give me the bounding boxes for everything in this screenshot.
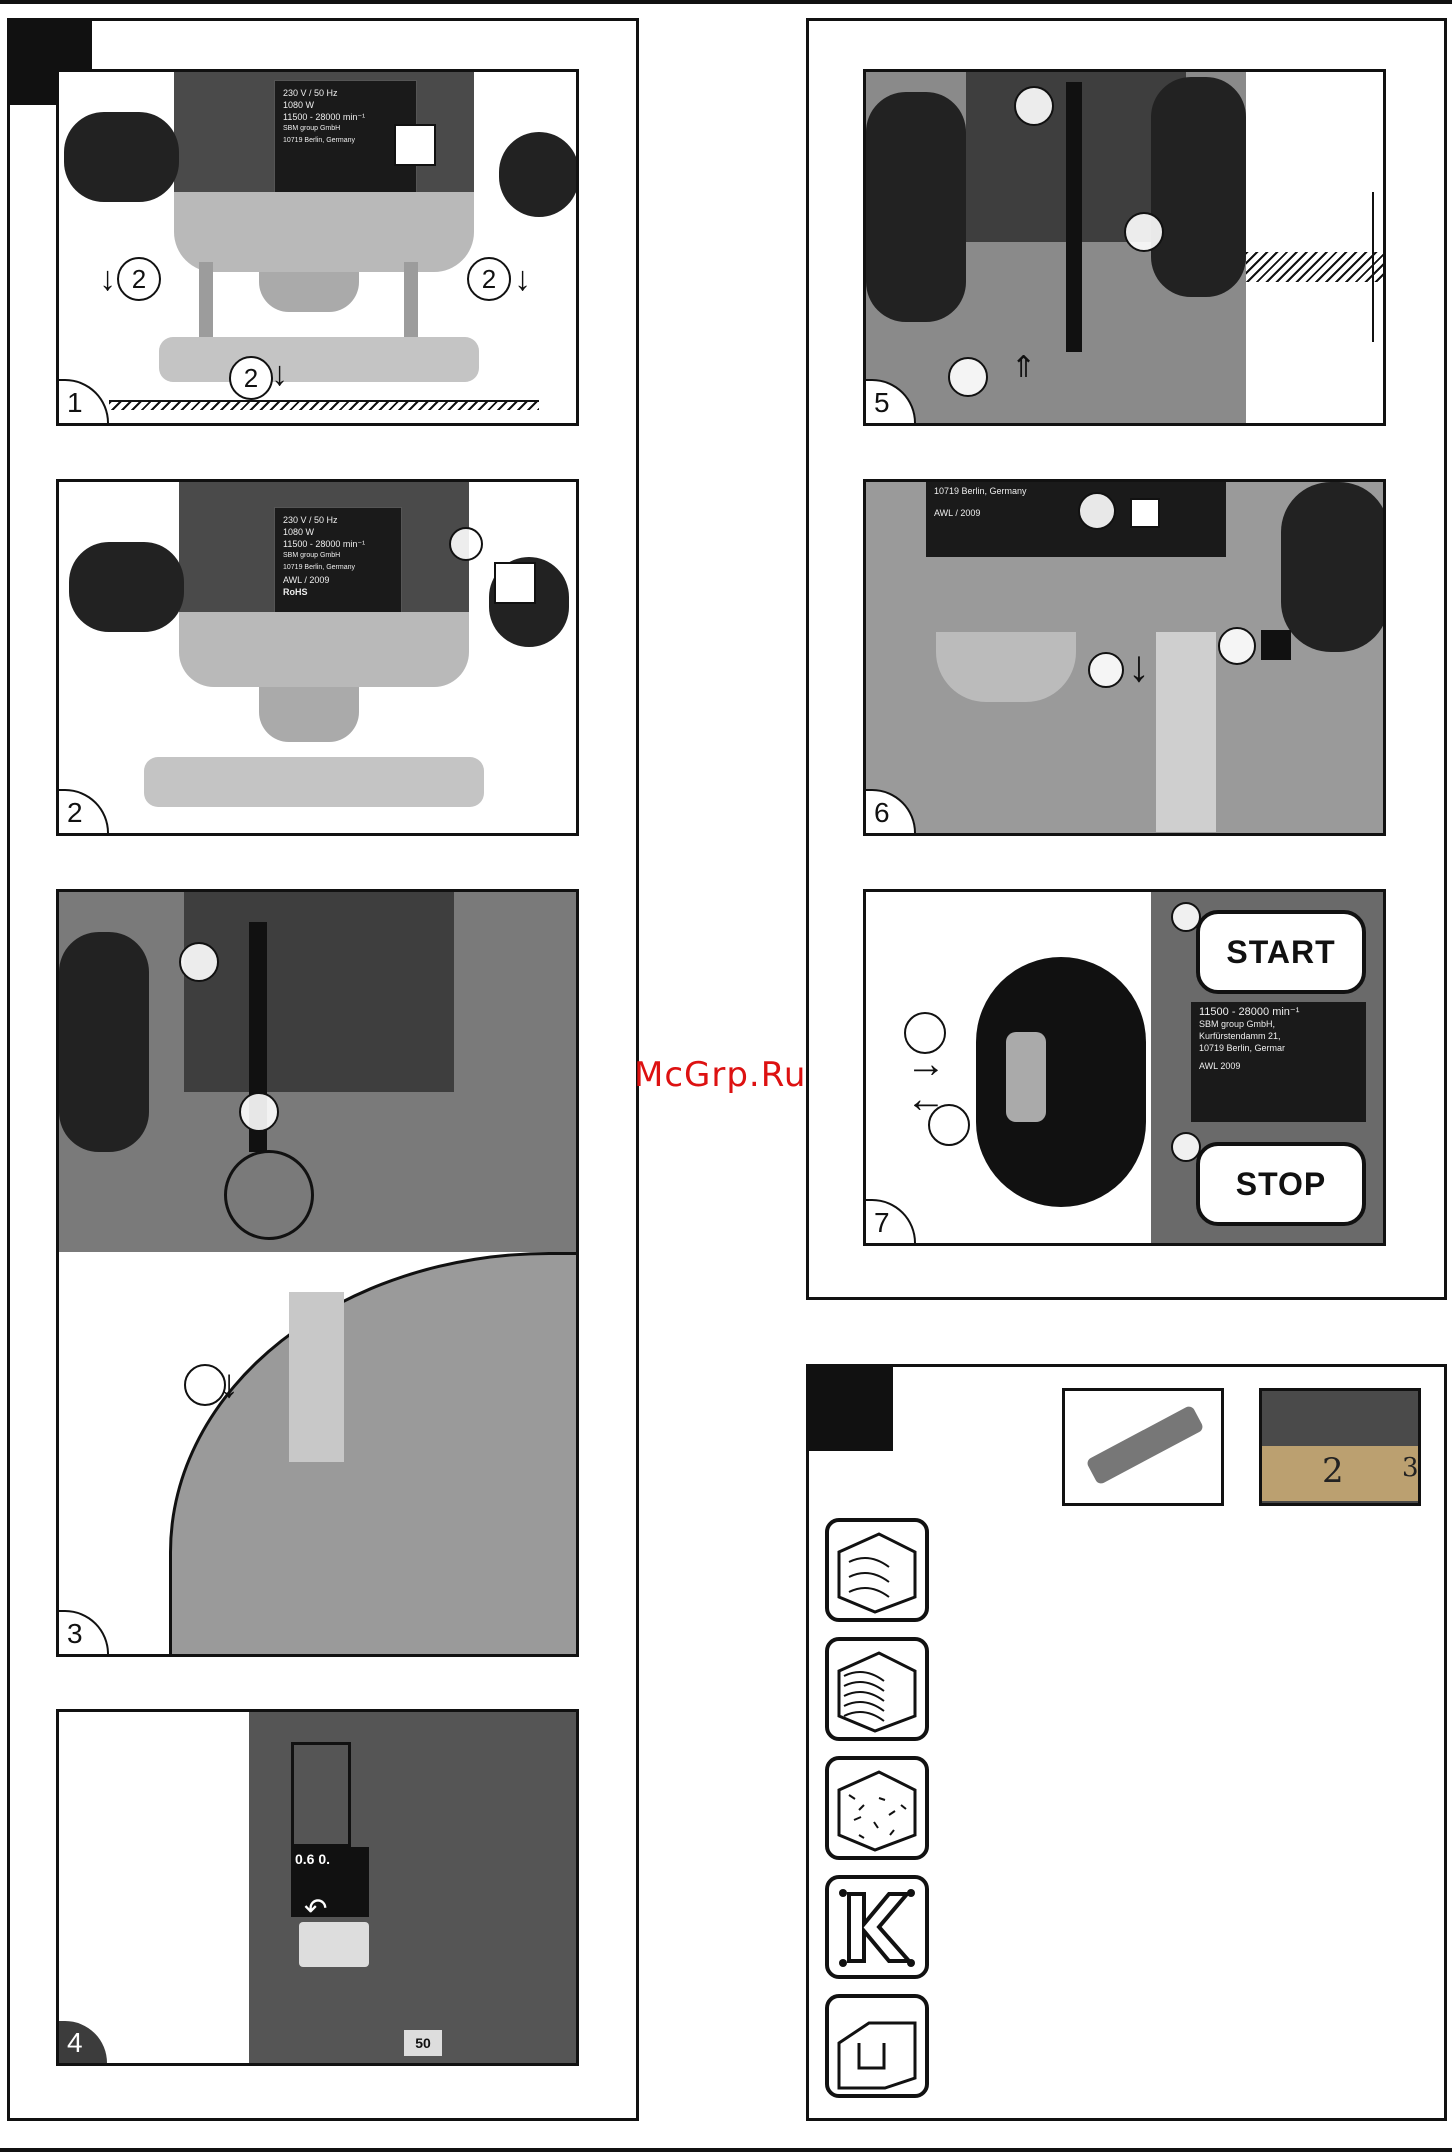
figure-panel-4: 0.6 0. ↶ 50 4 [56,1709,579,2066]
speed-dial-photo: 2 3 [1259,1388,1421,1506]
callout-circle [449,527,483,561]
section-marker-right [809,1367,893,1451]
on-off-switch[interactable] [1006,1032,1046,1122]
callout-circle [1014,86,1054,126]
depth-dimension-line [1372,192,1374,342]
callout-circle [1078,492,1116,530]
router-motor-housing [184,892,454,1092]
dial-number: 2 [1322,1451,1344,1491]
step-number: 2 [467,257,511,301]
dial-number: 3 [1402,1453,1419,1483]
callout-circle [1171,902,1201,932]
panel-number: 5 [866,379,916,423]
switch-handle [976,957,1146,1207]
panel-number: 1 [59,379,109,423]
left-handle [69,542,184,632]
speed-dial [1262,1446,1418,1501]
guide-column-right [404,262,418,352]
hardwood-icon [825,1637,929,1741]
rotate-arrow-icon: ↶ [304,1893,328,1924]
lock-icon [494,562,536,604]
router-bit [1085,1404,1205,1486]
panel-number: 2 [59,789,109,833]
base-plate [144,757,484,807]
router-bit-photo [1062,1388,1224,1506]
workpiece-surface [109,400,539,410]
left-handle [866,92,966,322]
panel-number: 3 [59,1610,109,1654]
depth-pointer [299,1922,369,1967]
callout-circle [904,1012,946,1054]
arrow-left-icon: ← [906,1077,946,1121]
left-handle [64,112,179,202]
figure-panel-3: ↓ 3 [56,889,579,1657]
start-label: START [1196,910,1366,994]
groove-icon [825,1994,929,2098]
workpiece-section [1246,252,1383,282]
motor-collet [936,632,1076,702]
unlock-icon [394,124,436,166]
callout-circle [1088,652,1124,688]
callout-circle [184,1364,226,1406]
motor-collet [259,687,359,742]
callout-circle [948,357,988,397]
bottom-rule [0,2148,1452,2152]
depth-scale-mark: 50 [404,2030,442,2056]
callout-circle [179,942,219,982]
right-handle [1151,77,1246,297]
zoom-circle [224,1150,314,1240]
base-plate [159,337,479,382]
arrow-down-icon: ↓ [1128,642,1150,691]
arrow-down-icon: ↓ [514,260,531,298]
right-handle [499,132,576,217]
right-handle [1281,482,1383,652]
step-number: 2 [229,356,273,400]
softwood-icon [825,1518,929,1622]
arrow-up-icon: ⇑ [1011,351,1037,384]
fine-adjust-scale: 0.6 0. [291,1847,369,1917]
panel-background [59,1712,249,2063]
stop-label: STOP [1196,1142,1366,1226]
callout-circle [1124,212,1164,252]
rating-plate: 10719 Berlin, Germany AWL / 2009 [926,482,1226,557]
left-column [7,18,639,2121]
right-column-lower [806,1364,1447,2121]
zoom-detail-base [169,1252,576,1654]
right-column-upper [806,18,1447,1300]
guide-column [289,1292,344,1462]
unlock-icon [1130,498,1160,528]
top-rule [0,0,1452,4]
figure-panel-5: ⇑ 5 [863,69,1386,426]
figure-panel-7: → ← START 11500 - 28000 min⁻¹ SBM group … [863,889,1386,1246]
figure-panel-6: 10719 Berlin, Germany AWL / 2009 ↓ 6 [863,479,1386,836]
arrow-down-icon: ↓ [271,355,288,393]
rating-plate: 11500 - 28000 min⁻¹ SBM group GmbH,Kurfü… [1191,1002,1366,1122]
callout-circle [239,1092,279,1132]
step-number: 2 [117,257,161,301]
fine-adjust-knob [291,1742,351,1847]
router-body [179,612,469,687]
callout-circle [928,1104,970,1146]
lock-icon [1261,630,1291,660]
arrow-right-icon: → [906,1042,946,1086]
plastic-icon [825,1875,929,1979]
router-body [174,192,474,272]
guide-column [1156,632,1216,832]
guide-column-left [199,262,213,352]
panel-number: 7 [866,1199,916,1243]
arrow-down-icon: ↓ [99,260,116,298]
depth-stop-rod [1066,82,1082,352]
left-handle [59,932,149,1152]
arrow-down-icon: ↓ [219,1362,239,1406]
chipboard-icon [825,1756,929,1860]
watermark: McGrp.Ru [634,1055,807,1095]
callout-circle [1218,627,1256,665]
motor-collet [259,272,359,312]
